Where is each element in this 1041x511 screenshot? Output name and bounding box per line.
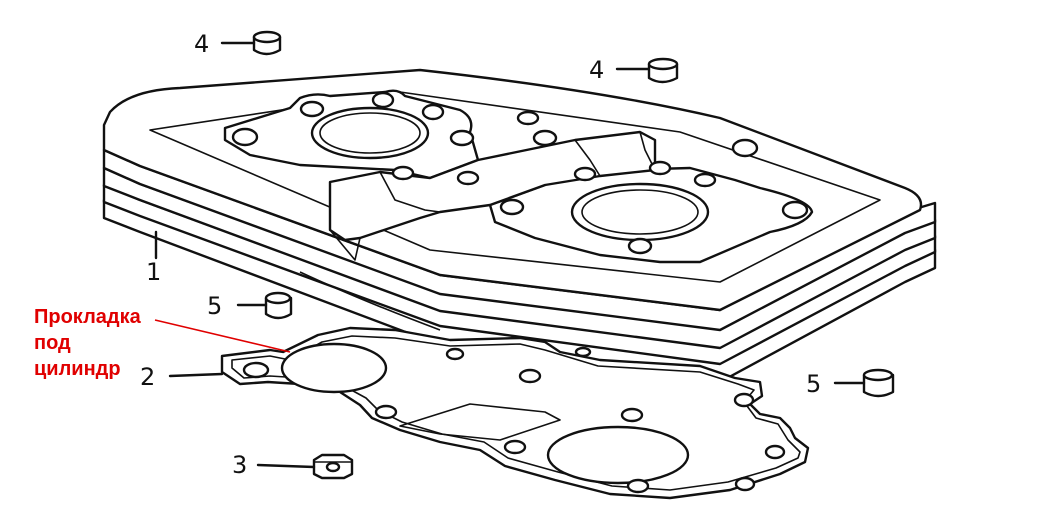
callout-label-1: 1 bbox=[146, 258, 161, 286]
callout-label-5-right: 5 bbox=[806, 370, 821, 398]
dowel-pin-5-left bbox=[264, 291, 293, 320]
cylinder-block bbox=[102, 68, 937, 384]
nut-3 bbox=[312, 453, 354, 480]
cylinder-base-gasket bbox=[220, 326, 810, 500]
callout-label-5-left: 5 bbox=[207, 292, 222, 320]
callout-label-3: 3 bbox=[232, 451, 247, 479]
gasket-annotation: Прокладка под цилиндр bbox=[34, 304, 141, 382]
annotation-line-2: под bbox=[34, 332, 71, 354]
annotation-line-1: Прокладка bbox=[34, 306, 141, 328]
annotation-line-3: цилиндр bbox=[34, 358, 121, 380]
leader-lines bbox=[154, 41, 866, 469]
callout-label-2: 2 bbox=[140, 363, 155, 391]
dowel-pin-4-top-left bbox=[252, 30, 282, 56]
dowel-pin-4-top-right bbox=[647, 57, 679, 84]
callout-label-4-top-left: 4 bbox=[194, 30, 209, 58]
annotation-leader-line bbox=[154, 319, 291, 353]
callout-label-4-top-right: 4 bbox=[589, 56, 604, 84]
dowel-pin-5-right bbox=[862, 368, 895, 398]
